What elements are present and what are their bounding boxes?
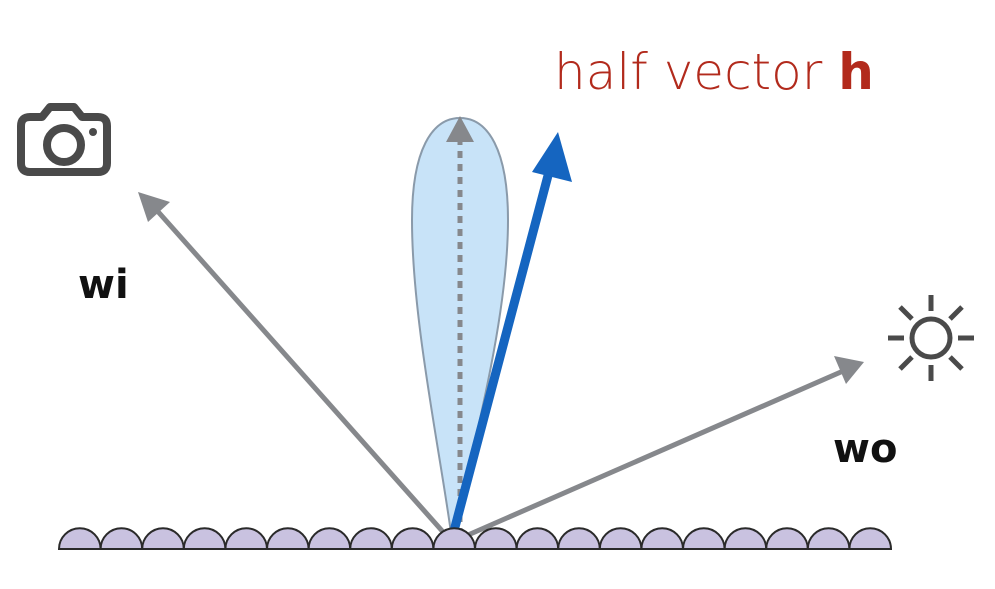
microfacet-bump [765, 527, 809, 550]
microfacet-bump [99, 527, 144, 550]
microfacet-bump [224, 527, 269, 550]
microfacet-bump [141, 527, 185, 550]
microfacet-bump [349, 527, 393, 550]
half-vector-symbol: h [838, 43, 874, 101]
wi-arrow [151, 204, 454, 544]
microfacet-bump [307, 527, 352, 550]
wo-label: wo [833, 426, 897, 472]
microfacet-bump [432, 527, 477, 550]
half-vector-label: half vector h [554, 43, 874, 101]
microfacet-bump [681, 527, 726, 550]
microfacet-bump [182, 527, 227, 550]
sun-icon [888, 295, 974, 381]
microfacet-bump [515, 527, 560, 550]
microfacet-bump [640, 527, 685, 550]
microfacet-bump [806, 527, 851, 550]
half-vector-arrow [445, 166, 555, 548]
microfacet-bump [265, 527, 310, 550]
microfacet-bump [848, 527, 893, 550]
wi-arrowhead [138, 192, 170, 222]
microfacet-bump [598, 527, 643, 550]
microfacet-bump [473, 527, 518, 550]
microfacet-bump [390, 527, 435, 550]
microfacet-bump [557, 527, 601, 550]
camera-icon [17, 103, 111, 176]
half-vector-arrowhead [532, 132, 572, 182]
wo-arrowhead [834, 356, 864, 384]
microfacet-bump [57, 527, 102, 550]
wo-arrow [450, 365, 852, 545]
wi-label: wi [78, 262, 129, 308]
surface-normal-arrowhead [446, 116, 474, 142]
microfacet-surface [57, 527, 893, 550]
half-vector-label-text: half vector [554, 43, 838, 101]
microfacet-bump [723, 527, 768, 550]
